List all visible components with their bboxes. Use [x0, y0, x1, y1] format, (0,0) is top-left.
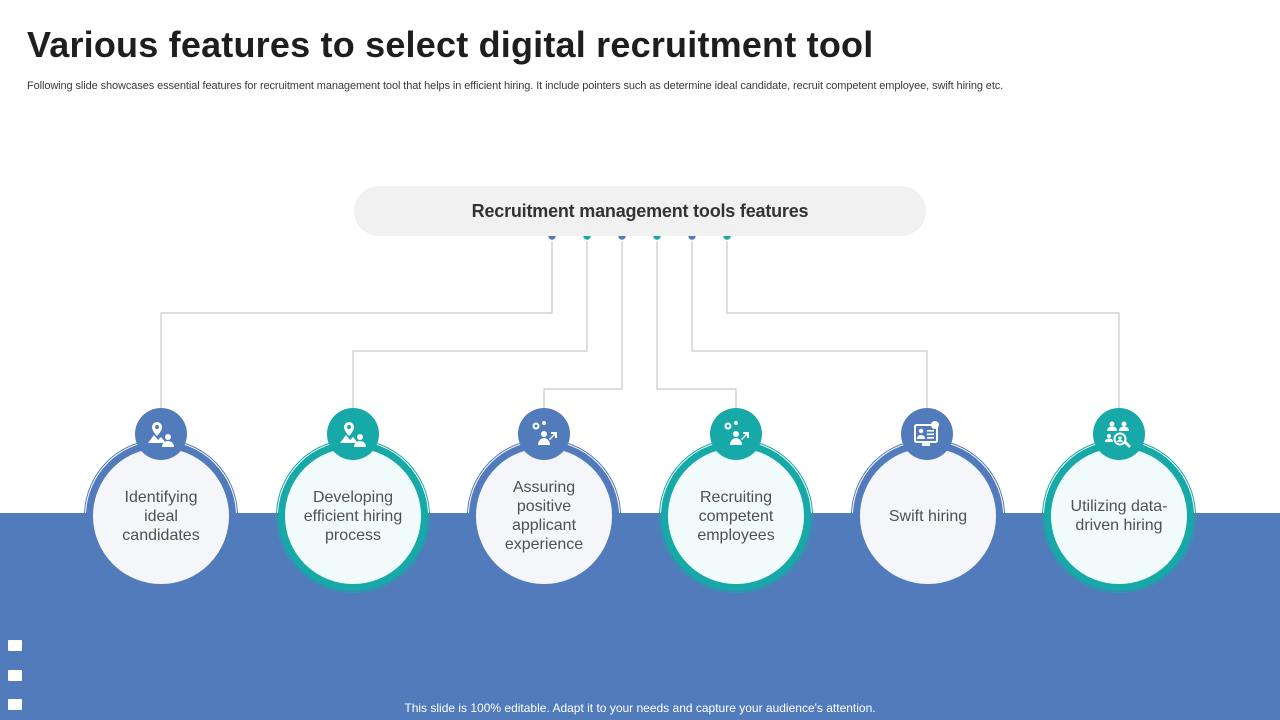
feature-label: Recruiting competent employees — [697, 488, 775, 544]
feature-label: Identifying ideal candidates — [122, 488, 200, 544]
feature-circle-applicant-experience: Assuring positive applicant experience — [467, 439, 621, 593]
feature-label: Assuring positive applicant experience — [504, 479, 584, 553]
resume-card-icon — [901, 408, 953, 460]
hiring-process-icon — [327, 408, 379, 460]
connector-4 — [656, 236, 737, 410]
side-marker-1 — [8, 640, 22, 651]
feature-label: Swift hiring — [888, 507, 968, 525]
applicant-experience-icon — [518, 408, 570, 460]
page-subtitle: Following slide showcases essential feat… — [27, 80, 1004, 92]
competent-employee-icon — [710, 408, 762, 460]
feature-circle-competent-employees: Recruiting competent employees — [659, 439, 813, 593]
page-title: Various features to select digital recru… — [27, 24, 874, 65]
feature-circle-hiring-process: Developing efficient hiring process — [276, 439, 430, 593]
connector-6 — [726, 236, 1120, 410]
candidate-location-icon — [135, 408, 187, 460]
side-marker-2 — [8, 670, 22, 681]
feature-circle-data-driven-hiring: Utilizing data-driven hiring — [1042, 439, 1196, 593]
feature-circle-swift-hiring: Swift hiring — [851, 439, 1005, 593]
connector-5 — [691, 236, 928, 410]
connector-3 — [543, 236, 623, 410]
side-marker-3 — [8, 699, 22, 710]
data-search-icon — [1093, 408, 1145, 460]
footer-note: This slide is 100% editable. Adapt it to… — [404, 701, 876, 715]
features-header: Recruitment management tools features — [354, 186, 926, 236]
connector-2 — [352, 236, 588, 410]
connector-1 — [160, 236, 553, 410]
feature-label: Utilizing data-driven hiring — [1070, 498, 1168, 534]
feature-label: Developing efficient hiring process — [303, 488, 403, 544]
feature-circle-identifying-candidates: Identifying ideal candidates — [84, 439, 238, 593]
